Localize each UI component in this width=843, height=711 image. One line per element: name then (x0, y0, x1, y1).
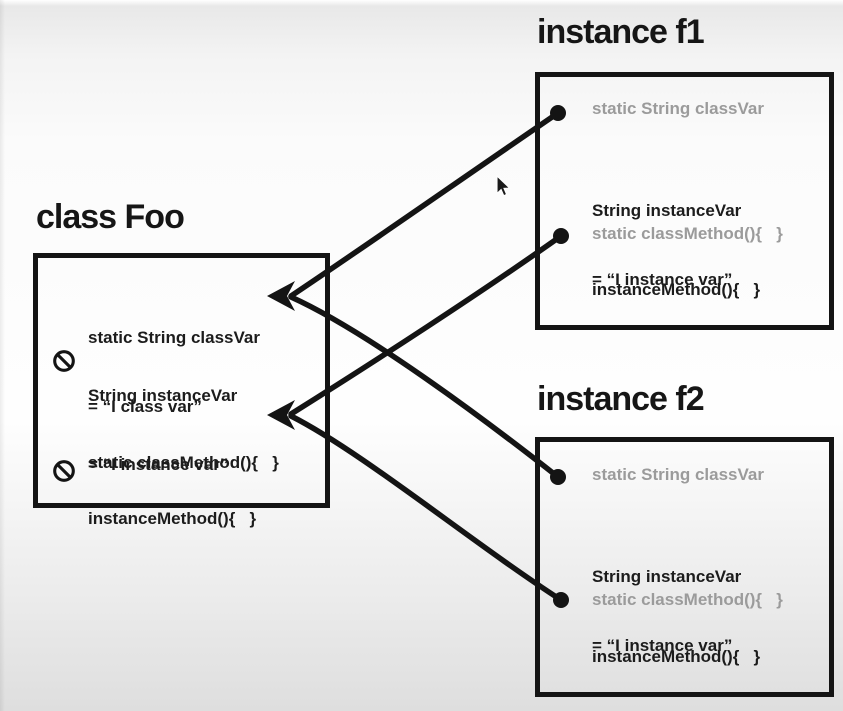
f2-member-instancemethod: instanceMethod(){ } (592, 647, 761, 666)
f1-member-classvar-ref: static String classVar (592, 99, 764, 118)
class-member-instancemethod: instanceMethod(){ } (88, 461, 256, 576)
instance-f2-title: instance f2 (537, 380, 705, 418)
instance-f1-box: static String classVar String instanceVa… (535, 72, 834, 330)
f1-member-instancevar: String instanceVar = “I instance var” (592, 153, 741, 337)
class-member-instancevar: String instanceVar = “I instance var” (88, 338, 237, 522)
arrow-f1-classmethod-to-class-classmethod (288, 233, 564, 417)
member-line: = “I instance var” (88, 455, 229, 474)
f2-member-classmethod-ref: static classMethod(){ } (592, 590, 783, 609)
member-line: static String classVar (88, 328, 260, 347)
member-line: instanceMethod(){ } (88, 509, 257, 528)
left-edge-shade (0, 0, 5, 711)
member-line: String instanceVar (592, 201, 742, 220)
member-line: = “I instance var” (592, 636, 733, 655)
arrow-f1-classvar-to-class-classvar (288, 110, 561, 299)
arrow-f2-classvar-to-class-classvar (288, 294, 561, 480)
f2-member-instancevar: String instanceVar = “I instance var” (592, 519, 741, 703)
class-foo-box: static String classVar = “I class var” S… (33, 253, 330, 528)
prohibited-icon (53, 460, 75, 482)
class-member-classmethod: static classMethod(){ } (88, 405, 279, 520)
member-line: String instanceVar (88, 386, 238, 405)
member-line: String instanceVar (592, 567, 742, 586)
f1-member-classmethod-ref: static classMethod(){ } (592, 224, 783, 243)
instance-f1-title: instance f1 (537, 13, 705, 51)
mouse-cursor-icon (496, 174, 511, 197)
f1-member-instancemethod: instanceMethod(){ } (592, 280, 761, 299)
member-line: static classMethod(){ } (88, 453, 279, 472)
class-member-classvar: static String classVar = “I class var” (88, 280, 260, 464)
instance-f2-box: static String classVar String instanceVa… (535, 437, 834, 697)
f2-member-classvar-ref: static String classVar (592, 465, 764, 484)
member-line: = “I class var” (88, 397, 202, 416)
class-foo-title: class Foo (36, 198, 185, 236)
member-line: = “I instance var” (592, 270, 733, 289)
arrow-f2-classmethod-to-class-classmethod (288, 413, 564, 603)
prohibited-icon (53, 350, 75, 372)
